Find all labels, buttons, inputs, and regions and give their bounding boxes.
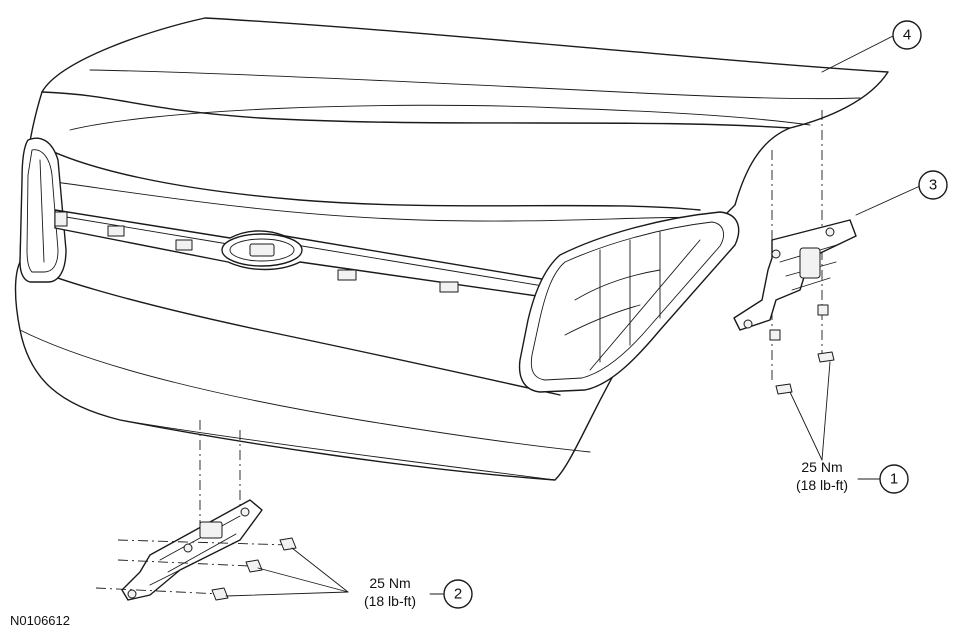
callout-1-label: 1 bbox=[890, 471, 898, 488]
hinge-left bbox=[95, 420, 297, 601]
callout-1: 1 bbox=[879, 464, 909, 494]
callout-4-label: 4 bbox=[903, 27, 911, 44]
callout-3-label: 3 bbox=[929, 177, 937, 194]
right-lamp-opening bbox=[518, 211, 740, 393]
hinge-right bbox=[733, 110, 857, 395]
figure-id: N0106612 bbox=[10, 613, 70, 628]
torque-spec-right: 25 Nm (18 lb-ft) bbox=[796, 459, 848, 493]
applique-trim bbox=[54, 209, 566, 303]
callout-4: 4 bbox=[892, 20, 922, 50]
callout-2-label: 2 bbox=[454, 586, 462, 603]
torque-spec-left: 25 Nm (18 lb-ft) bbox=[364, 575, 416, 609]
torque-right-imperial: (18 lb-ft) bbox=[796, 477, 848, 493]
callout-2: 2 bbox=[443, 579, 473, 609]
leader-lines bbox=[225, 34, 921, 597]
torque-right-metric: 25 Nm bbox=[801, 459, 842, 475]
trunk-lid bbox=[14, 17, 889, 481]
callout-3: 3 bbox=[918, 170, 948, 200]
torque-left-imperial: (18 lb-ft) bbox=[364, 593, 416, 609]
torque-left-metric: 25 Nm bbox=[369, 575, 410, 591]
left-lamp-pocket bbox=[19, 137, 67, 283]
